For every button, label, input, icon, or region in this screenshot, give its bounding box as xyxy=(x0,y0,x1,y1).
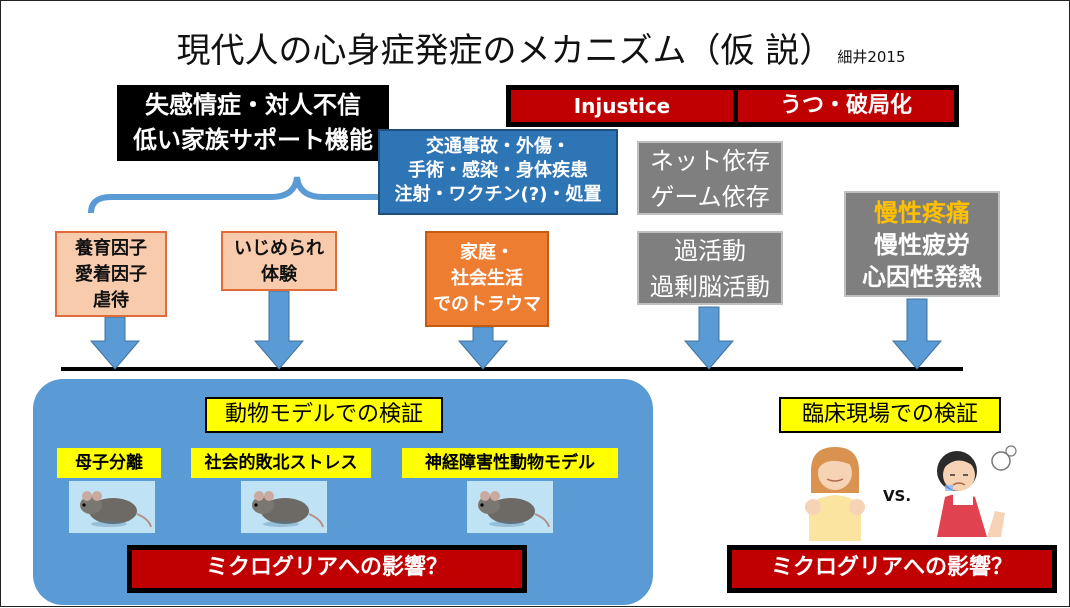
mouse-icon xyxy=(80,491,152,528)
versus-text: VS. xyxy=(882,487,912,505)
addiction-line1: ネット依存 xyxy=(650,147,770,175)
family-support-line2: 低い家族サポート機能 xyxy=(133,126,373,154)
model-neuropathic: 神経障害性動物モデル xyxy=(402,448,618,478)
upbringing-line1: 養育因子 xyxy=(75,238,147,259)
model-maternal-separation-text: 母子分離 xyxy=(75,453,143,473)
psychogenic-fever-line: 心因性発熱 xyxy=(862,263,982,291)
trauma-line3: でのトラウマ xyxy=(433,294,541,315)
woman-illustration-icon xyxy=(805,447,865,541)
overactivity-line2: 過剰脳活動 xyxy=(650,273,770,301)
animal-model-label: 動物モデルでの検証 xyxy=(205,397,443,433)
clinical-microglia-result-text: ミクログリアへの影響？ xyxy=(770,555,1013,580)
chronic-symptoms-box: 慢性疼痛 慢性疲労 心因性発熱 xyxy=(844,191,1000,297)
family-support-box: 失感情症・対人不信 低い家族サポート機能 xyxy=(117,85,389,161)
animal-microglia-result: ミクログリアへの影響？ xyxy=(127,545,527,593)
trauma-line2: 社会生活 xyxy=(451,268,523,289)
model-social-defeat: 社会的敗北ストレス xyxy=(191,448,371,478)
addiction-box: ネット依存 ゲーム依存 xyxy=(637,141,783,215)
upbringing-line2: 愛着因子 xyxy=(75,264,147,285)
physical-causes-line2: 手術・感染・身体疾患 xyxy=(408,160,588,181)
animal-model-label-text: 動物モデルでの検証 xyxy=(224,402,423,427)
family-support-line1: 失感情症・対人不信 xyxy=(145,91,361,119)
versus-label: VS. xyxy=(879,487,915,505)
arrow-overactivity xyxy=(683,306,735,370)
clinical-label: 臨床現場での検証 xyxy=(779,397,1001,433)
model-social-defeat-text: 社会的敗北ストレス xyxy=(204,453,358,473)
model-neuropathic-text: 神経障害性動物モデル xyxy=(425,453,595,473)
catastrophizing-bar: うつ・破局化 xyxy=(733,85,959,127)
addiction-line2: ゲーム依存 xyxy=(650,183,770,211)
chronic-pain-line: 慢性疼痛 xyxy=(874,199,970,227)
injustice-bar: Injustice xyxy=(506,85,738,127)
trauma-box: 家庭・ 社会生活 でのトラウマ xyxy=(425,231,549,327)
mouse-photo-1 xyxy=(69,481,155,533)
clinical-microglia-result: ミクログリアへの影響？ xyxy=(727,545,1057,593)
physical-causes-box: 交通事故・外傷・ 手術・感染・身体疾患 注射・ワクチン(?)・処置 xyxy=(378,129,618,215)
model-maternal-separation: 母子分離 xyxy=(57,448,161,478)
trauma-line1: 家庭・ xyxy=(460,242,514,263)
mouse-photo-2 xyxy=(241,481,327,533)
arrow-upbringing xyxy=(89,316,141,370)
animal-microglia-result-text: ミクログリアへの影響？ xyxy=(205,555,448,580)
clinical-label-text: 臨床現場での検証 xyxy=(801,402,978,427)
mouse-icon xyxy=(252,491,324,528)
injustice-label: Injustice xyxy=(573,94,671,118)
sick-girl-illustration-icon xyxy=(937,445,1017,537)
mouse-photo-3 xyxy=(467,481,553,533)
title-author: 細井2015 xyxy=(837,48,906,66)
arrow-chronic xyxy=(891,298,943,370)
title-main: 現代人の心身症発症のメカニズム（仮 説） xyxy=(176,31,834,71)
physical-causes-line3: 注射・ワクチン(?)・処置 xyxy=(394,184,602,205)
overactivity-line1: 過活動 xyxy=(674,237,746,265)
physical-causes-line1: 交通事故・外傷・ xyxy=(426,136,570,157)
bullying-line1: いじめられ xyxy=(234,238,324,259)
overactivity-box: 過活動 過剰脳活動 xyxy=(637,231,783,305)
page-title: 現代人の心身症発症のメカニズム（仮 説）細井2015 xyxy=(41,23,1041,72)
catastrophizing-label: うつ・破局化 xyxy=(779,93,912,118)
arrow-bullying xyxy=(253,290,305,370)
upbringing-line3: 虐待 xyxy=(93,290,129,311)
upbringing-factor-box: 養育因子 愛着因子 虐待 xyxy=(55,231,167,317)
bullying-line2: 体験 xyxy=(261,264,297,285)
chronic-fatigue-line: 慢性疲労 xyxy=(874,231,970,259)
mouse-icon xyxy=(478,491,550,528)
bullying-box: いじめられ 体験 xyxy=(221,231,337,291)
arrow-trauma xyxy=(457,326,509,370)
